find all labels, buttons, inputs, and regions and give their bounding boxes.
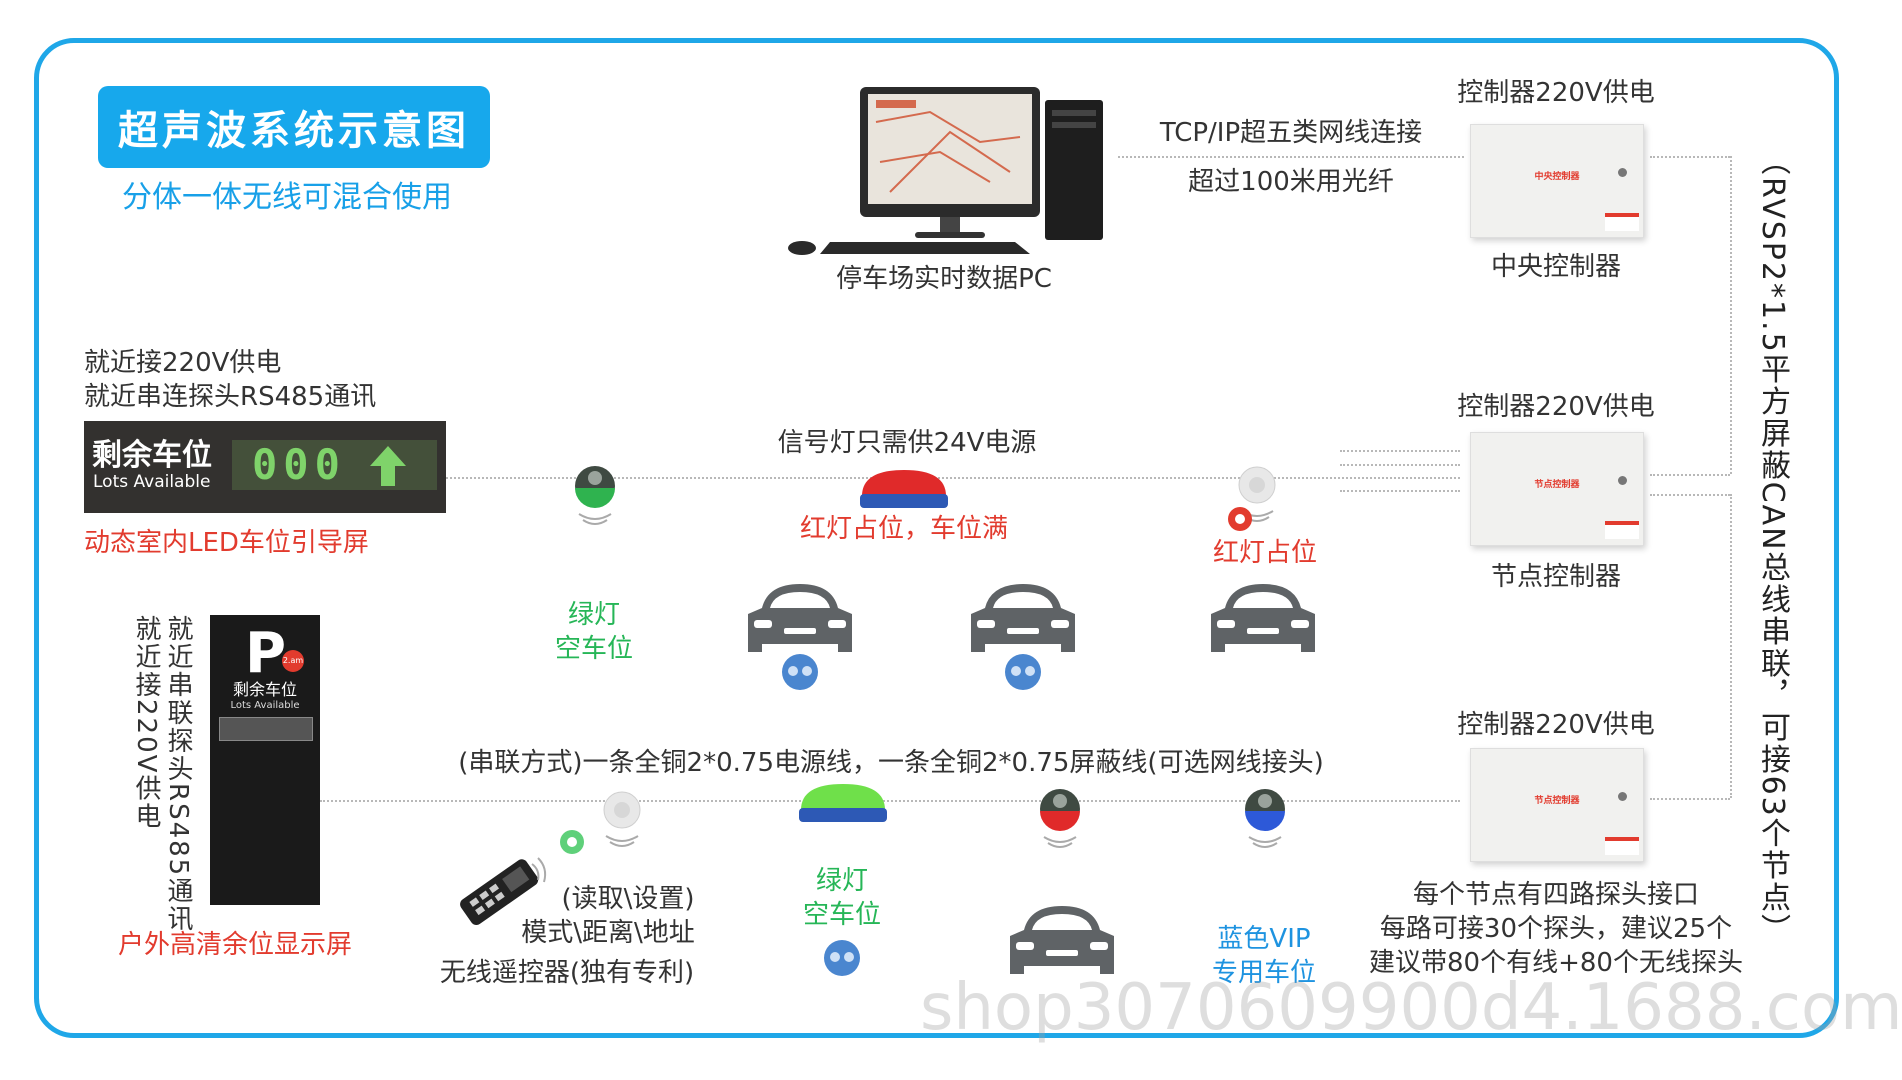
- indoor-led-caption: 动态室内LED车位引导屏: [84, 528, 369, 558]
- row2-green-line-2: 空车位: [802, 900, 882, 930]
- node-controller-plate: 节点控制器: [1534, 480, 1580, 490]
- wireless-sensor-icon: [782, 654, 818, 690]
- indoor-power-line-1: 就近接220V供电: [84, 348, 282, 378]
- row1-green-line-2: 空车位: [554, 634, 634, 664]
- outdoor-label: 剩余车位: [232, 680, 298, 699]
- node2-to-bus-line: [1650, 798, 1730, 800]
- outdoor-led-bar: [219, 717, 313, 741]
- controller-knob: [1618, 168, 1627, 177]
- node-to-bus-line: [1650, 474, 1730, 476]
- outdoor-label-sub: Lots Available: [230, 700, 300, 711]
- diagram-title: 超声波系统示意图: [98, 86, 490, 168]
- row1-extra-line-2: [1340, 464, 1460, 466]
- indoor-power-line-2: 就近串连探头RS485通讯: [84, 382, 377, 412]
- cable-note: (串联方式)一条全铜2*0.75电源线，一条全铜2*0.75屏蔽线(可选网线接头…: [458, 748, 1324, 778]
- network-line-1: TCP/IP超五类网线连接: [1159, 118, 1423, 148]
- sensor-white-icon: [603, 791, 641, 847]
- central-power-label: 控制器220V供电: [1457, 78, 1655, 108]
- green-indicator-icon: [560, 830, 584, 854]
- central-controller-box: 中央控制器: [1470, 124, 1644, 238]
- green-signal-light-icon: [799, 784, 887, 822]
- wireless-sensor-icon: [824, 940, 860, 976]
- remote-line-2: 模式\距离\地址: [521, 918, 695, 948]
- up-arrow-icon: [370, 446, 406, 486]
- warning-label: [1605, 521, 1639, 539]
- controller-knob: [1618, 792, 1627, 801]
- car-icon: [1211, 584, 1315, 652]
- network-line-2: 超过100米用光纤: [1188, 167, 1394, 197]
- node-power-label: 控制器220V供电: [1457, 392, 1655, 422]
- can-bus-label: （RVSP2*1.5平方屏蔽CAN总线串联，可接63个节点）: [1755, 145, 1790, 946]
- warning-label: [1605, 213, 1639, 231]
- row2-sensor-line: [320, 800, 1460, 802]
- pc-computer-icon: [788, 87, 1103, 255]
- sensor-blue-icon: [1245, 789, 1285, 848]
- car-icon: [971, 584, 1075, 652]
- central-controller-name: 中央控制器: [1490, 252, 1622, 282]
- outdoor-vertical-col-2: 就近串联探头RS485通讯: [163, 615, 193, 934]
- node2-power-label: 控制器220V供电: [1457, 710, 1655, 740]
- row2-green-line-1: 绿灯: [815, 866, 869, 896]
- wireless-remote-icon: [460, 857, 547, 926]
- red-signal-light-icon: [860, 470, 948, 508]
- central-controller-plate: 中央控制器: [1534, 172, 1580, 182]
- row1-extra-line-3: [1340, 490, 1460, 492]
- indoor-led-title: 剩余车位: [92, 438, 212, 473]
- car-icon: [748, 584, 852, 652]
- car-icon: [1010, 906, 1114, 974]
- sensor-red-icon: [1040, 789, 1080, 848]
- node-info-line-3: 建议带80个有线+80个无线探头: [1369, 948, 1743, 978]
- outdoor-vertical-col-1: 就近接220V供电: [131, 615, 161, 831]
- bus-line-lower: [1730, 494, 1732, 798]
- vip-line-2: 专用车位: [1211, 958, 1317, 988]
- node2-controller-plate: 节点控制器: [1534, 796, 1580, 806]
- node-info-line-1: 每个节点有四路探头接口: [1412, 880, 1700, 910]
- red-full-label: 红灯占位，车位满: [799, 514, 1009, 544]
- warning-label: [1605, 837, 1639, 855]
- node-controller-box: 节点控制器: [1470, 432, 1644, 546]
- node2-controller-box: 节点控制器: [1470, 748, 1644, 862]
- node-controller-name: 节点控制器: [1490, 562, 1622, 592]
- indoor-led-subtitle: Lots Available: [93, 472, 211, 492]
- remote-line-3: 无线遥控器(独有专利): [439, 958, 695, 988]
- sensor-green-icon: [575, 466, 615, 525]
- pc-label: 停车场实时数据PC: [836, 264, 1052, 294]
- controller-knob: [1618, 476, 1627, 485]
- row1-extra-line-1: [1340, 450, 1460, 452]
- wireless-sensor-icon: [1005, 654, 1041, 690]
- node-info-line-2: 每路可接30个探头，建议25个: [1379, 914, 1733, 944]
- outdoor-caption: 户外高清余位显示屏: [118, 930, 353, 960]
- diagram-frame: [34, 38, 1839, 1038]
- vip-line-1: 蓝色VIP: [1217, 924, 1311, 954]
- signal-note: 信号灯只需供24V电源: [777, 428, 1037, 458]
- diagram-subtitle: 分体一体无线可混合使用: [122, 180, 452, 215]
- red-occupied-label: 红灯占位: [1212, 538, 1318, 568]
- watermark: shop3070609900d4.1688.com: [920, 971, 1902, 1045]
- bus-line-upper: [1730, 156, 1732, 474]
- red-indicator-icon: [1228, 507, 1252, 531]
- node-to-bus-line-2: [1650, 494, 1730, 496]
- central-to-bus-line: [1650, 156, 1730, 158]
- pc-to-central-line: [1118, 156, 1464, 158]
- remote-line-1: (读取\设置): [561, 884, 695, 914]
- outdoor-badge: 2.am: [282, 650, 304, 672]
- row1-green-line-1: 绿灯: [567, 600, 621, 630]
- outdoor-p-letter: P: [245, 621, 287, 686]
- row1-sensor-line: [446, 477, 1460, 479]
